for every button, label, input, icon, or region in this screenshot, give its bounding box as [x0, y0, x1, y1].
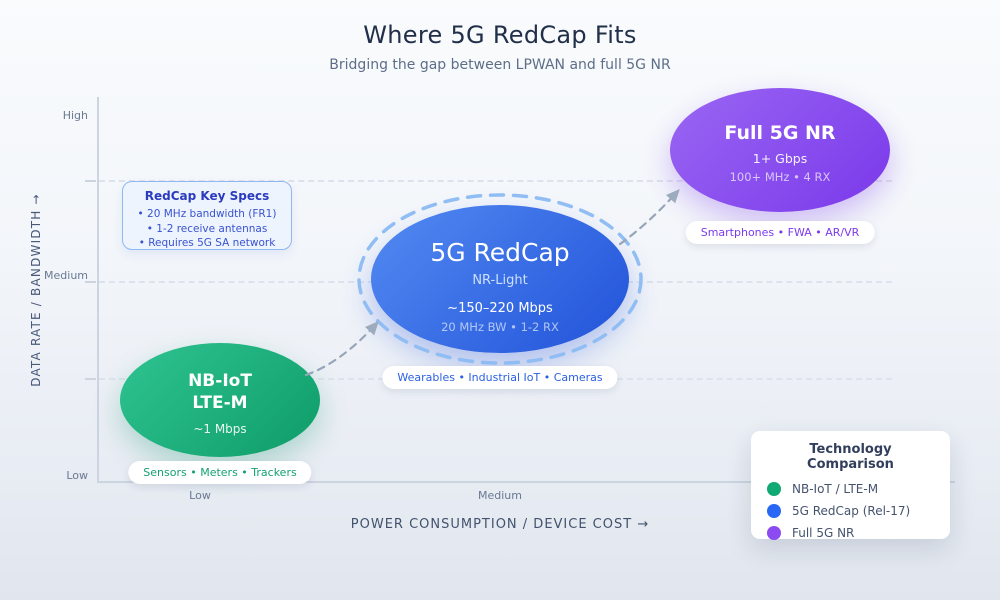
legend-dot-blue	[767, 504, 781, 518]
bubble-nbiot-ltem: NB-IoT LTE-M ~1 Mbps	[120, 343, 320, 457]
y-tick-medium: Medium	[44, 269, 88, 282]
legend-label: Full 5G NR	[792, 526, 855, 540]
x-axis-title: POWER CONSUMPTION / DEVICE COST →	[350, 517, 650, 532]
specs-item: • 20 MHz bandwidth (FR1)	[137, 208, 277, 220]
legend-label: 5G RedCap (Rel-17)	[792, 504, 911, 518]
legend-title: Technology Comparison	[807, 442, 894, 472]
legend-card: Technology Comparison NB-IoT / LTE-M 5G …	[751, 431, 950, 540]
x-tick-medium: Medium	[478, 489, 522, 502]
arrow-redcap-to-full5g	[618, 188, 680, 246]
legend-item-nbiot: NB-IoT / LTE-M	[767, 482, 934, 496]
arrow-nbiot-to-redcap	[304, 320, 379, 377]
legend-label: NB-IoT / LTE-M	[792, 482, 879, 496]
specs-item: • 1-2 receive antennas	[146, 222, 268, 235]
y-tick-low: Low	[66, 469, 88, 482]
y-tick-mark	[85, 281, 96, 283]
redcap-specs-box: RedCap Key Specs • 20 MHz bandwidth (FR1…	[122, 181, 292, 250]
nbiot-rate: ~1 Mbps	[193, 422, 247, 436]
full5g-detail: 100+ MHz • 4 RX	[729, 170, 831, 184]
redcap-usecases-pill: Wearables • Industrial IoT • Cameras	[382, 366, 618, 389]
nbiot-name-line2: LTE-M	[192, 393, 248, 413]
redcap-rate: ~150–220 Mbps	[447, 301, 553, 316]
page-title: Where 5G RedCap Fits	[363, 21, 637, 49]
bubble-5g-redcap: 5G RedCap NR-Light ~150–220 Mbps 20 MHz …	[371, 205, 629, 353]
redcap-detail: 20 MHz BW • 1-2 RX	[441, 320, 559, 334]
specs-item: • Requires 5G SA network	[138, 237, 276, 249]
legend-dot-purple	[767, 526, 781, 540]
full5g-title: Full 5G NR	[724, 122, 836, 144]
y-tick-mark	[85, 378, 96, 380]
full5g-usecases-pill: Smartphones • FWA • AR/VR	[685, 221, 875, 244]
legend-dot-green	[767, 482, 781, 496]
x-axis-line	[97, 481, 955, 483]
nbiot-usecases-pill: Sensors • Meters • Trackers	[128, 461, 312, 484]
gridline-high	[99, 180, 892, 182]
redcap-title: 5G RedCap	[430, 238, 570, 267]
full5g-rate: 1+ Gbps	[752, 151, 808, 166]
nbiot-name-line1: NB-IoT	[188, 371, 252, 391]
legend-item-redcap: 5G RedCap (Rel-17)	[767, 504, 934, 518]
y-axis-title: DATA RATE / BANDWIDTH →	[29, 193, 43, 387]
y-axis-line	[97, 97, 99, 481]
redcap-subtitle: NR-Light	[472, 273, 528, 288]
page-subtitle: Bridging the gap between LPWAN and full …	[329, 57, 671, 73]
bubble-full-5g-nr: Full 5G NR 1+ Gbps 100+ MHz • 4 RX	[670, 88, 890, 212]
x-tick-low: Low	[189, 489, 211, 502]
y-tick-high: High	[62, 109, 88, 122]
y-tick-mark	[85, 180, 96, 182]
specs-title: RedCap Key Specs	[144, 189, 270, 203]
legend-item-full5g: Full 5G NR	[767, 526, 934, 540]
